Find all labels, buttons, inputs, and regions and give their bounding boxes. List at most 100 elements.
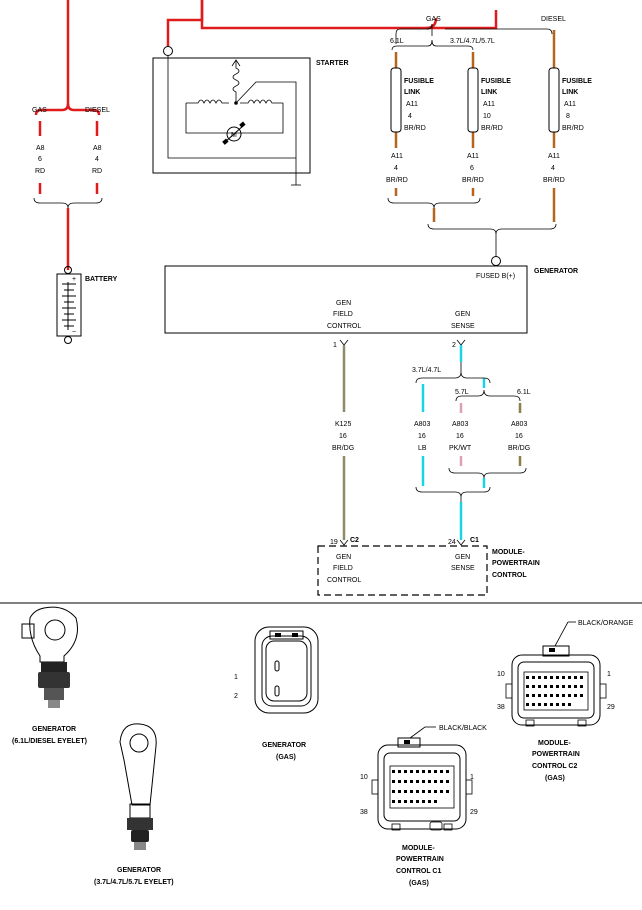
sense-bottom-bracket xyxy=(415,486,491,498)
svg-text:4: 4 xyxy=(551,165,555,172)
pcm-c1-pin-38: 38 xyxy=(360,809,368,816)
starter-title: STARTER xyxy=(316,60,349,67)
pcm-c2-pin-10: 10 xyxy=(497,671,505,678)
svg-text:LINK: LINK xyxy=(562,89,578,96)
generator-sense-label-1: GEN xyxy=(455,311,470,318)
fusible-link-2: FUSIBLE LINK A11 10 BR/RD A11 6 BR/RD xyxy=(462,78,511,184)
generator-field-label-2: FIELD xyxy=(333,311,353,318)
wire-brdg-circuit: A803 xyxy=(511,421,527,428)
gen-gas-pin-1: 1 xyxy=(234,674,238,681)
generator-b-plus-terminal xyxy=(491,256,501,266)
fusible-37-label: 3.7L/4.7L/5.7L xyxy=(450,38,495,45)
pcm-c1-pin-1: 1 xyxy=(470,774,474,781)
svg-text:A11: A11 xyxy=(391,153,403,160)
pcm-c2-caption-1: MODULE- xyxy=(538,740,571,747)
battery-symbol xyxy=(56,266,82,344)
pcm-title-2: POWERTRAIN xyxy=(492,560,540,567)
pcm-c1-connector-view xyxy=(371,726,473,831)
fusible-link-wires xyxy=(394,30,556,222)
battery-gas-label: GAS xyxy=(32,107,47,114)
fusible-lower-bracket xyxy=(387,197,481,209)
pcm-sense-label-2: SENSE xyxy=(451,565,475,572)
generator-gas-connector-view xyxy=(254,626,319,714)
svg-text:6: 6 xyxy=(470,165,474,172)
svg-text:FUSIBLE: FUSIBLE xyxy=(562,78,592,85)
pcm-conn-c1: C1 xyxy=(470,537,479,544)
pcm-field-label-1: GEN xyxy=(336,554,351,561)
pcm-box xyxy=(317,545,488,596)
battery-diesel-wire-color: RD xyxy=(92,168,102,175)
wire-pkwt-gauge: 16 xyxy=(456,433,464,440)
generator-title: GENERATOR xyxy=(534,268,578,275)
pcm-c2-pin-38: 38 xyxy=(497,704,505,711)
svg-text:A11: A11 xyxy=(406,101,418,108)
pcm-c1-color: BLACK/BLACK xyxy=(439,725,487,732)
pcm-title-1: MODULE- xyxy=(492,549,525,556)
k125-circuit: K125 xyxy=(335,421,351,428)
pcm-c1-caption-3: CONTROL C1 xyxy=(396,868,441,875)
battery-wire-bracket xyxy=(33,197,103,209)
fusible-diesel-label: DIESEL xyxy=(541,16,566,23)
pcm-sense-label-1: GEN xyxy=(455,554,470,561)
k125-gauge: 16 xyxy=(339,433,347,440)
battery-gas-wire-color: RD xyxy=(35,168,45,175)
wire-brdg-color: BR/DG xyxy=(508,445,530,452)
pcm-pin-sense: 24 xyxy=(448,539,456,546)
gen-gas-caption-1: GENERATOR xyxy=(262,742,306,749)
svg-text:A11: A11 xyxy=(548,153,560,160)
fusible-61-label: 6.1L xyxy=(390,38,404,45)
pcm-c2-caption-2: POWERTRAIN xyxy=(532,751,580,758)
battery-minus-sign: − xyxy=(72,329,76,336)
pcm-c2-pin-29: 29 xyxy=(607,704,615,711)
pcm-c1-caption-4: (GAS) xyxy=(409,880,429,887)
gen-gas-pin-2: 2 xyxy=(234,693,238,700)
generator-pin-sense: 2 xyxy=(452,342,456,349)
battery-diesel-wire-circuit: A8 xyxy=(93,145,102,152)
svg-text:BR/RD: BR/RD xyxy=(562,125,584,132)
engine-split-bracket xyxy=(391,39,474,51)
svg-text:4: 4 xyxy=(408,113,412,120)
battery-plus-sign: + xyxy=(72,276,76,283)
pcm-field-label-2: FIELD xyxy=(333,565,353,572)
generator-37-eyelet-view xyxy=(119,723,157,850)
fusible-link-bodies xyxy=(390,67,560,133)
generator-box xyxy=(164,265,528,334)
svg-text:A11: A11 xyxy=(483,101,495,108)
svg-text:DIESEL: DIESEL xyxy=(85,107,110,114)
pcm-c2-color: BLACK/ORANGE xyxy=(578,620,634,627)
sense-37-47-label: 3.7L/4.7L xyxy=(412,367,441,374)
battery-diesel-wire-gauge: 4 xyxy=(95,156,99,163)
pcm-field-label-3: CONTROL xyxy=(327,577,361,584)
generator-pin-field: 1 xyxy=(333,342,337,349)
fusible-link-3: FUSIBLE LINK A11 8 BR/RD A11 4 BR/RD xyxy=(543,78,592,184)
sense-upper-bracket xyxy=(415,362,491,384)
fusible-gas-label: GAS xyxy=(426,16,441,23)
gen-37-caption-1: GENERATOR xyxy=(117,867,161,874)
svg-text:10: 10 xyxy=(483,113,491,120)
svg-text:BR/RD: BR/RD xyxy=(462,177,484,184)
svg-text:GAS: GAS xyxy=(32,107,47,114)
wire-lb-color: LB xyxy=(418,445,427,452)
pcm-c1-caption-1: MODULE- xyxy=(402,845,435,852)
gen-61-caption-2: (6.1L/DIESEL EYELET) xyxy=(12,738,87,745)
gas-split-bracket xyxy=(395,23,433,44)
pcm-c1-pin-29: 29 xyxy=(470,809,478,816)
pcm-c2-caption-4: (GAS) xyxy=(545,775,565,782)
generator-61-eyelet-view xyxy=(21,606,78,708)
battery-gas-wire-gauge: 6 xyxy=(38,156,42,163)
starter-motor-label: M xyxy=(231,132,237,139)
pcm-conn-c2: C2 xyxy=(350,537,359,544)
svg-text:4: 4 xyxy=(394,165,398,172)
battery-diesel-label: DIESEL xyxy=(85,107,110,114)
generator-fused-b-plus: FUSED B(+) xyxy=(476,273,515,280)
sense-low-bracket xyxy=(448,467,527,479)
gas-diesel-split-bracket xyxy=(426,23,553,35)
svg-text:BR/RD: BR/RD xyxy=(543,177,565,184)
gen-37-caption-2: (3.7L/4.7L/5.7L EYELET) xyxy=(94,879,174,886)
generator-feed-bracket xyxy=(427,223,557,235)
svg-text:LINK: LINK xyxy=(404,89,420,96)
svg-text:BR/RD: BR/RD xyxy=(481,125,503,132)
wire-pkwt-color: PK/WT xyxy=(449,445,472,452)
svg-text:A11: A11 xyxy=(564,101,576,108)
sense-wire-cyan xyxy=(421,345,486,540)
